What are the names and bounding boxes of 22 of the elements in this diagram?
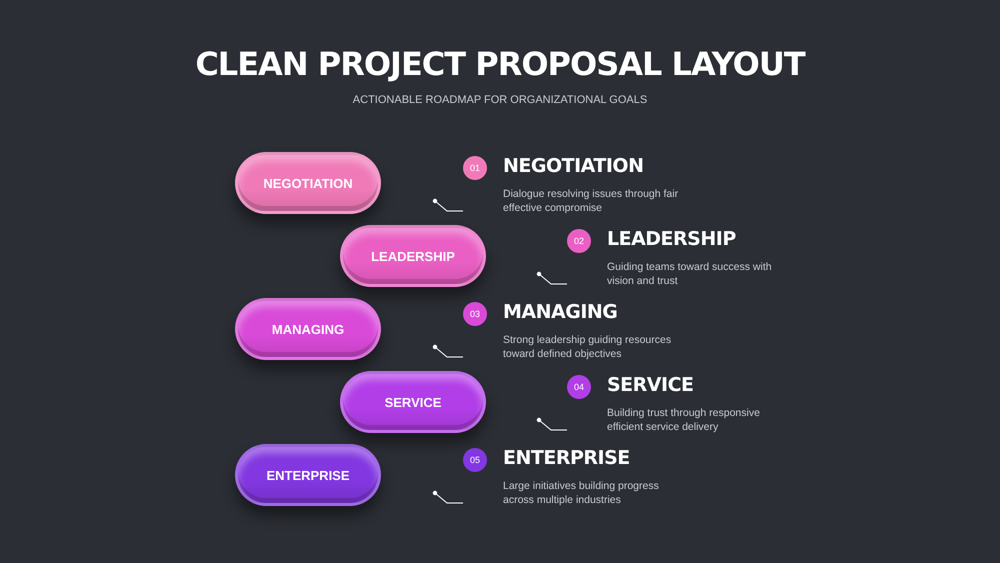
pill-box: NEGOTIATION — [235, 152, 381, 214]
subtitle: ACTIONABLE ROADMAP FOR ORGANIZATIONAL GOALS — [352, 94, 648, 106]
item-description: Guiding teams toward success with vision and trust — [607, 260, 773, 288]
item-heading: LEADERSHIP — [607, 228, 736, 250]
pill-box: SERVICE — [340, 371, 486, 433]
item-description: Dialogue resolving issues through fair effective compromise — [503, 187, 680, 215]
item-description: Strong leadership guiding resources toward defined objectives — [503, 333, 672, 361]
title: CLEAN PROJECT PROPOSAL LAYOUT — [194, 45, 806, 83]
number-badge: 01 — [463, 156, 487, 180]
number-badge: 04 — [567, 375, 591, 399]
pill-box: ENTERPRISE — [235, 444, 381, 506]
item-heading: ENTERPRISE — [503, 447, 630, 469]
item-description: Building trust through responsive efficient service delivery — [607, 406, 761, 434]
item-description: Large initiatives building progress across multiple industries — [503, 479, 660, 507]
number-badge: 03 — [463, 302, 487, 326]
pill-box: LEADERSHIP — [340, 225, 486, 287]
number-badge: 05 — [463, 448, 487, 472]
item-heading: SERVICE — [607, 374, 694, 396]
number-badge: 02 — [567, 229, 591, 253]
item-heading: NEGOTIATION — [503, 155, 644, 177]
item-heading: MANAGING — [503, 301, 618, 323]
pill-box: MANAGING — [235, 298, 381, 360]
